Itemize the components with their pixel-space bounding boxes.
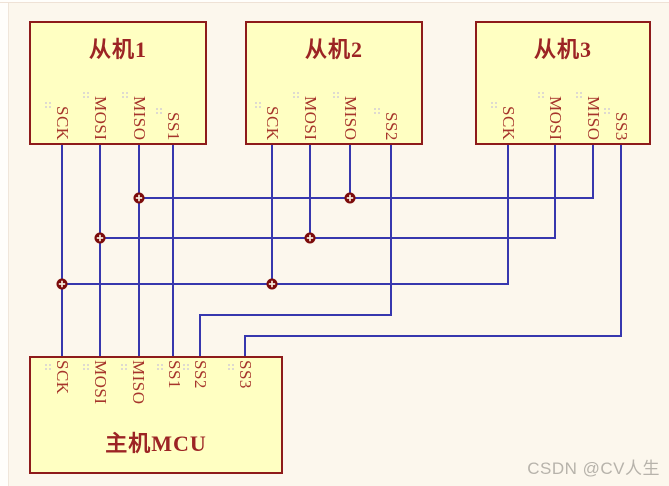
pin-label-ss3: SS3 — [604, 108, 631, 141]
watermark: CSDN @CV人生 — [527, 459, 660, 478]
wire-miso-bus — [139, 145, 594, 199]
junction-dot — [56, 278, 68, 290]
pin-label-mosi: MOSI — [538, 92, 565, 141]
block-title: 主机MCU — [105, 431, 207, 456]
block-slave1: 从机1 SCK MOSI MISO SS1 — [29, 21, 207, 145]
junction-dot — [94, 232, 106, 244]
pin-label-miso: MISO — [576, 92, 603, 141]
pin-label-sck: SCK — [491, 102, 518, 141]
block-slave3: 从机3 SCK MOSI MISO SS3 — [475, 21, 651, 145]
wire-mosi-bus — [100, 145, 556, 239]
pin-label-ss1: SS1 — [157, 360, 184, 389]
wire-ss3 — [244, 145, 622, 356]
pin-label-sck: SCK — [45, 102, 72, 141]
block-title: 从机2 — [304, 37, 363, 62]
junction-dot — [304, 232, 316, 244]
pin-label-sck: SCK — [255, 102, 282, 141]
junction-dot — [344, 192, 356, 204]
block-master-mcu: 主机MCU SCK MOSI MISO SS1 SS2 SS3 — [29, 356, 283, 474]
wire-sck-bus — [62, 145, 509, 285]
block-title: 从机1 — [88, 37, 147, 62]
sheet-edge-left — [0, 0, 9, 486]
junction-dot — [133, 192, 145, 204]
pin-label-miso: MISO — [122, 92, 149, 141]
pin-label-mosi: MOSI — [83, 92, 110, 141]
wire-ss2 — [199, 145, 392, 356]
pin-label-mosi: MOSI — [293, 92, 320, 141]
pin-label-mosi: MOSI — [83, 360, 110, 405]
pin-label-ss2: SS2 — [374, 108, 401, 141]
pin-label-ss3: SS3 — [228, 360, 255, 389]
pin-label-ss1: SS1 — [156, 108, 183, 141]
junction-dot — [266, 278, 278, 290]
pin-label-miso: MISO — [333, 92, 360, 141]
block-title: 从机3 — [533, 37, 592, 62]
block-slave2: 从机2 SCK MOSI MISO SS2 — [245, 21, 423, 145]
pin-label-ss2: SS2 — [183, 360, 210, 389]
pin-label-sck: SCK — [45, 360, 72, 395]
sheet-edge-top — [0, 0, 669, 3]
pin-label-miso: MISO — [121, 360, 148, 405]
